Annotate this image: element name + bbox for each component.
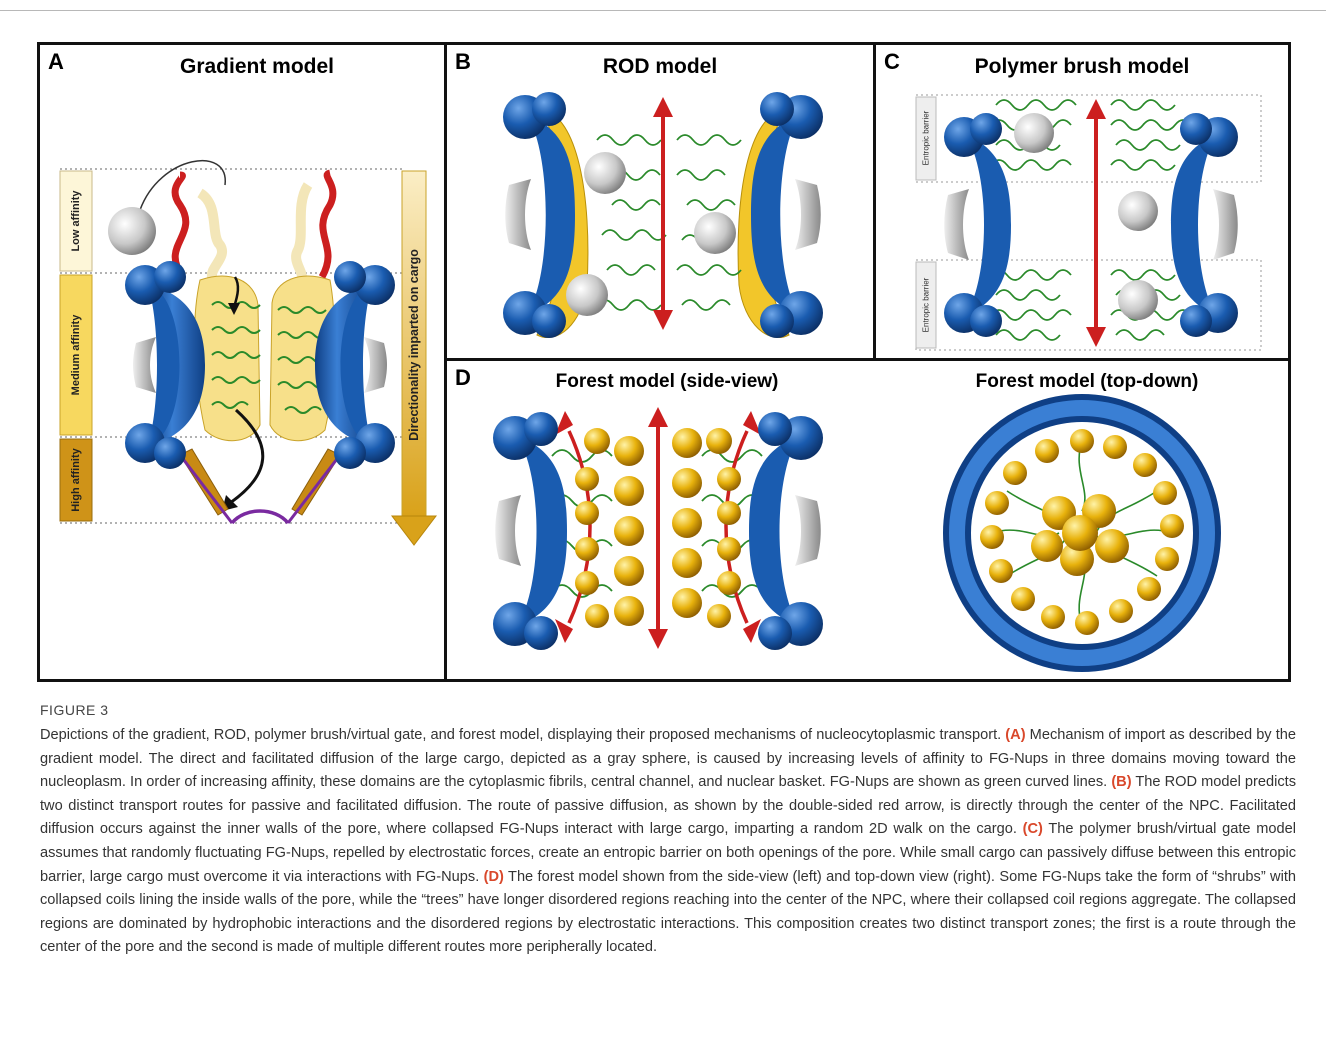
panel-d: D Forest model (side-view) Forest model … [444,358,1291,682]
caption-intro: Depictions of the gradient, ROD, polymer… [40,727,1001,743]
panel-a-illustration [40,45,447,682]
top-rule [0,10,1326,11]
caption-ref-c: (C) [1023,821,1043,837]
panel-a: A Gradient model Low affinity Medium aff… [37,42,447,682]
fibril-left [175,175,186,275]
forest-nup-right [749,436,799,626]
figure-caption: FIGURE 3 Depictions of the gradient, ROD… [40,702,1296,960]
barrier-label-top: Entropic barrier [922,111,931,166]
panel-a-letter: A [48,49,64,75]
brush-cargo-1 [1014,113,1054,153]
panel-c-illustration [876,45,1291,361]
fibril-right [322,173,333,277]
zone-low-label: Low affinity [70,190,82,251]
cargo-sphere [108,207,156,255]
panel-d-title-side: Forest model (side-view) [487,371,847,393]
panel-b-title: ROD model [447,55,873,79]
barrier-label-bottom: Entropic barrier [922,278,931,333]
direction-label: Directionality imparted on cargo [407,249,421,441]
fibril-left-cream [200,193,222,277]
forest-nup-left [517,436,567,626]
basket-right [292,449,340,515]
panel-b: B ROD model [444,42,876,361]
panel-c: C Polymer brush model Entropic barrier E… [873,42,1291,361]
zone-medium-label: Medium affinity [70,315,82,396]
panel-d-title-top: Forest model (top-down) [917,371,1257,393]
caption-ref-b: (B) [1111,774,1131,790]
caption-ref-d: (D) [484,869,504,885]
caption-ref-a: (A) [1005,727,1025,743]
panel-d-letter: D [455,365,471,391]
panel-b-illustration [447,45,876,361]
direction-arrow-head [392,516,436,545]
panel-c-title: Polymer brush model [876,55,1288,79]
figure-label: FIGURE 3 [40,702,1296,718]
panel-a-title: Gradient model [70,55,444,79]
basket-ring [232,511,288,523]
panel-d-illustration [447,361,1291,682]
rod-cargo-1 [584,152,626,194]
zone-high-label: High affinity [70,448,82,512]
brush-nup-right [1171,135,1216,315]
nup-left-gray [133,337,156,393]
caption-text: Depictions of the gradient, ROD, polymer… [40,724,1296,960]
basket-left [180,449,228,515]
